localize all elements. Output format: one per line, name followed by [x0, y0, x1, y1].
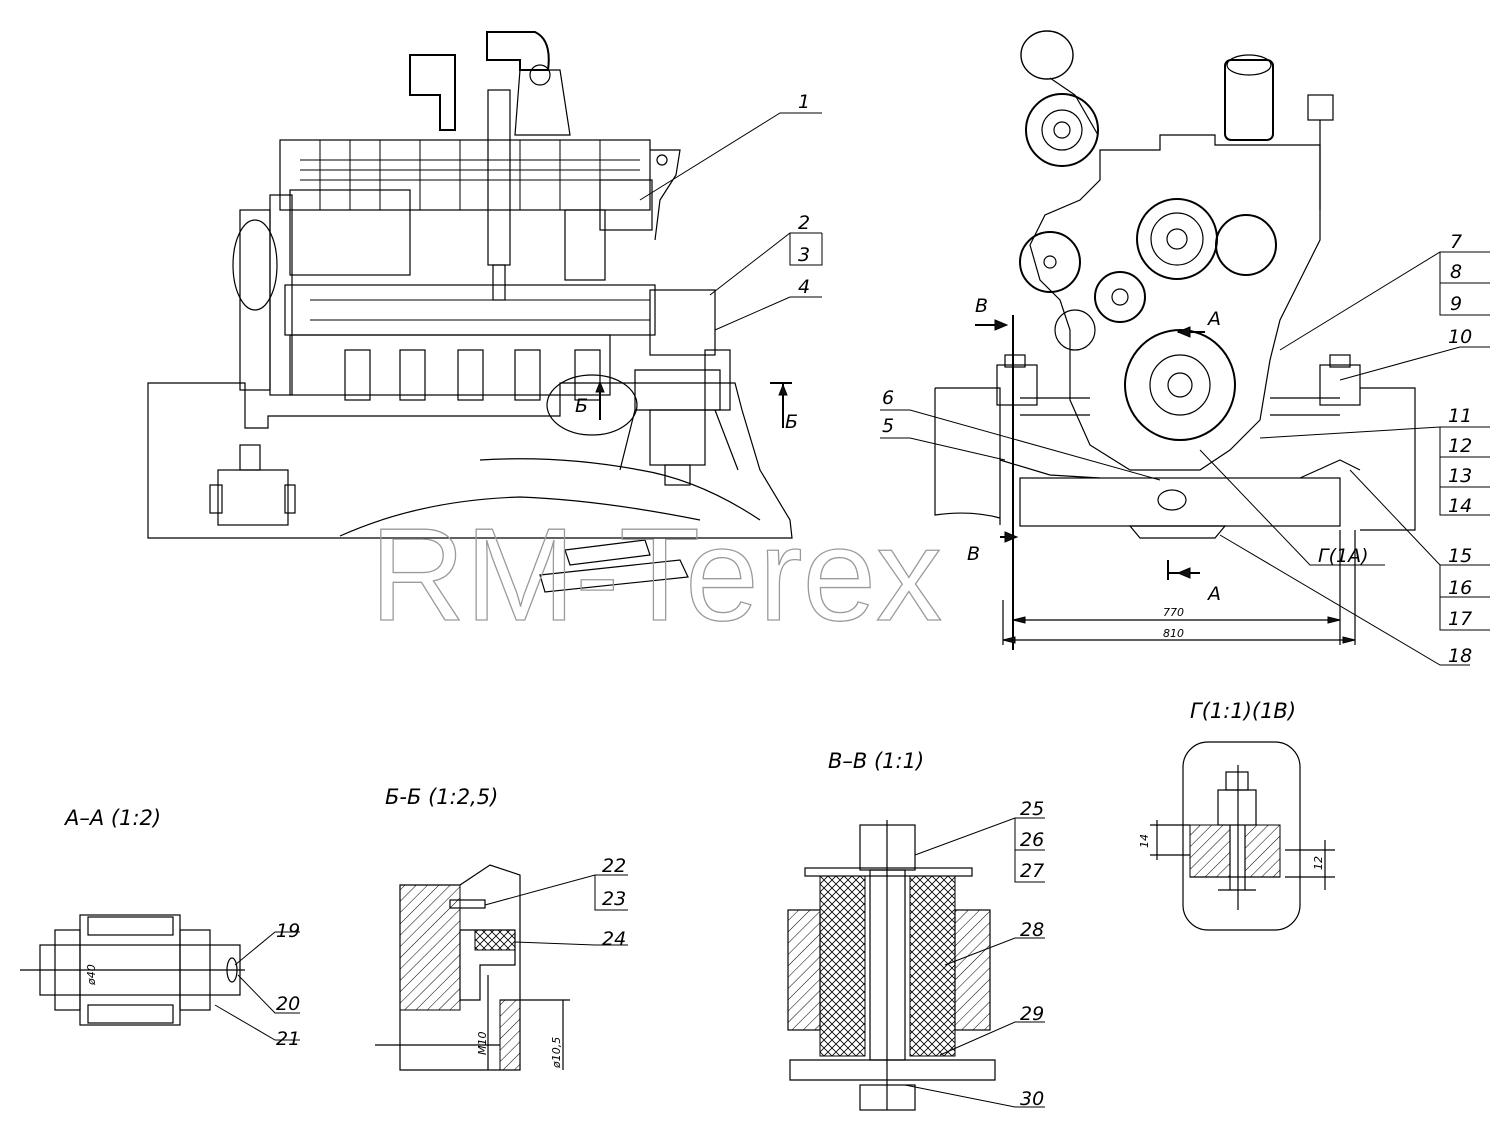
- callout-15: 15: [1448, 545, 1472, 567]
- dim-d40: ø40: [85, 964, 98, 986]
- dimension-labels: 770 810 М10 ø10,5 ø40 14 12: [85, 606, 1325, 1069]
- callout-5: 5: [882, 415, 894, 437]
- callout-4: 4: [798, 276, 810, 298]
- callout-29: 29: [1020, 1003, 1044, 1025]
- callout-9: 9: [1450, 293, 1462, 315]
- dim-14: 14: [1138, 834, 1151, 848]
- engine-front-view: [934, 30, 1416, 650]
- dim-m10: М10: [476, 1032, 489, 1056]
- title-section-bb: Б-Б (1:2,5): [385, 785, 498, 809]
- title-section-vv: В–В (1:1): [828, 749, 924, 773]
- callout-2: 2: [798, 212, 810, 234]
- callout-6: 6: [882, 387, 894, 409]
- callout-1: 1: [798, 91, 810, 113]
- callout-24: 24: [602, 928, 626, 950]
- callout-22: 22: [602, 855, 626, 877]
- dim-12: 12: [1312, 856, 1325, 870]
- callout-23: 23: [602, 888, 626, 910]
- callout-17: 17: [1448, 608, 1472, 630]
- dim-d10-5: ø10,5: [550, 1037, 563, 1069]
- section-g: [1150, 741, 1335, 931]
- callout-27: 27: [1020, 860, 1044, 882]
- marker-b-left-1: Б: [575, 395, 588, 417]
- callout-11: 11: [1448, 405, 1472, 427]
- callout-28: 28: [1020, 919, 1044, 941]
- callout-19: 19: [276, 920, 300, 942]
- section-titles: А–А (1:2) Б-Б (1:2,5) В–В (1:1) Г(1:1)(1…: [63, 699, 1296, 830]
- engine-side-view: [147, 31, 793, 593]
- callout-26: 26: [1020, 829, 1044, 851]
- marker-v-top: В: [975, 295, 988, 317]
- callout-13: 13: [1448, 465, 1472, 487]
- view-markers: Б Б В В А А Г(1А): [575, 295, 1369, 605]
- callout-labels: 1 2 3 4 5 6 7 8 9 10 11 12 13 14 15 16 1…: [276, 91, 1472, 1110]
- callout-10: 10: [1448, 326, 1472, 348]
- callout-12: 12: [1448, 435, 1472, 457]
- callout-25: 25: [1020, 798, 1044, 820]
- cylinder-pistons: [344, 349, 601, 401]
- marker-g-ref: Г(1А): [1318, 545, 1369, 567]
- title-section-aa: А–А (1:2): [63, 806, 161, 830]
- marker-a-top: А: [1206, 308, 1221, 330]
- section-bb: [375, 864, 570, 1071]
- marker-a-bottom: А: [1206, 583, 1221, 605]
- callout-3: 3: [798, 244, 810, 266]
- marker-b-left-2: Б: [785, 411, 798, 433]
- title-section-g: Г(1:1)(1В): [1190, 699, 1296, 723]
- callout-18: 18: [1448, 645, 1472, 667]
- callout-20: 20: [276, 993, 300, 1015]
- callout-16: 16: [1448, 577, 1472, 599]
- watermark-text: RM-Terex: [370, 501, 942, 648]
- callout-7: 7: [1450, 231, 1462, 253]
- section-vv: [787, 820, 996, 1111]
- section-aa: [20, 914, 245, 1026]
- callout-30: 30: [1020, 1088, 1044, 1110]
- callout-8: 8: [1450, 261, 1462, 283]
- callout-14: 14: [1448, 495, 1472, 517]
- callout-21: 21: [276, 1028, 300, 1050]
- marker-v-bottom: В: [967, 543, 980, 565]
- dim-770: 770: [1163, 606, 1184, 619]
- dim-810: 810: [1163, 627, 1184, 640]
- leader-lines: [214, 112, 1490, 1108]
